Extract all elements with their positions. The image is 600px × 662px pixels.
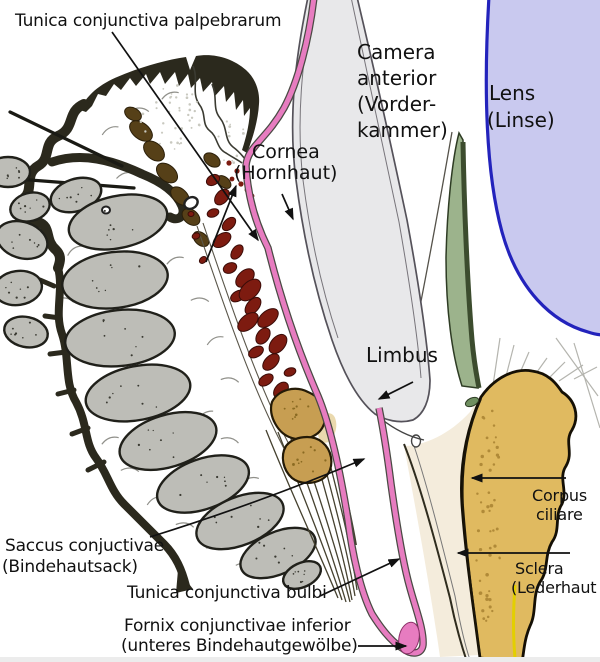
yellow-accent-line (512, 584, 517, 659)
label-corpus-ciliare-line-1: Corpus (532, 486, 587, 505)
arrow-tunica-bulbi (319, 558, 401, 597)
label-camera-anterior-line-4: kammer) (357, 118, 448, 142)
label-tunica-conjunctiva-palpebrarum: Tunica conjunctiva palpebrarum (15, 11, 282, 31)
iris-dark-band (460, 141, 482, 389)
label-sclera-line-1: Sclera (515, 559, 564, 578)
label-sclera-line-2: (Lederhaut (511, 578, 597, 597)
eyelid-crease-fold (47, 153, 188, 224)
eyelid-skin-lower-border (54, 264, 190, 590)
sclera-front-line-2 (411, 439, 471, 661)
ciliary-left-line (461, 398, 482, 656)
label-fornix-line-1: Fornix conjunctivae inferior (124, 616, 351, 636)
label-camera-anterior-line-3: (Vorder- (357, 92, 437, 116)
label-lens-line-2: (Linse) (487, 108, 555, 132)
label-cornea-line-2: (Hornhaut) (234, 162, 338, 184)
limbus-green-patch (464, 396, 480, 408)
cornea-shape (291, 0, 431, 423)
arrow-cornea (281, 193, 294, 221)
conjunctiva-pink-band (243, 0, 426, 656)
label-camera-anterior-line-1: Camera (357, 40, 436, 64)
label-camera-anterior-line-2: anterior (357, 66, 437, 90)
lens-shape (484, 0, 600, 337)
eyelid-group (0, 55, 358, 603)
tarsal-gland-red-lobules (187, 173, 297, 403)
cornea-inner-line-right (351, 0, 422, 379)
pointer-arrows (111, 31, 570, 651)
sclera-shape (404, 396, 480, 657)
label-lens-line-1: Lens (489, 81, 536, 105)
skin-hair-stubs (37, 277, 107, 473)
label-saccus-line-1: Saccus conjuctivae (5, 536, 165, 556)
arrow-saccus-lower (149, 458, 366, 538)
gland-duct-circle (183, 195, 199, 211)
gland-duct-circle-small (101, 205, 111, 215)
orbicularis-muscle-lobes (0, 155, 323, 590)
tarsus-boundary-line-1 (196, 225, 289, 457)
eyeball-group (291, 0, 600, 662)
sclera-front-line (403, 443, 468, 662)
label-cornea-line-1: Cornea (252, 141, 320, 163)
label-corpus-ciliare-line-2: ciliare (536, 505, 583, 524)
fornix-white-sliver (399, 598, 409, 622)
lid-margin-squiggle-2 (211, 83, 248, 162)
eyelid-skin-top-band (80, 55, 260, 154)
stipple-dots (5, 84, 501, 622)
lid-margin-squiggle-1 (192, 65, 243, 164)
arrow-saccus-upper (205, 184, 237, 263)
label-tunica-conjunctiva-bulbi: Tunica conjunctiva bulbi (127, 583, 327, 603)
eyelid-skin-tip (176, 570, 193, 593)
label-saccus-line-2: (Bindehautsack) (2, 557, 138, 577)
label-fornix-line-2: (unteres Bindehautgewölbe) (121, 636, 358, 656)
bottom-edge-strip (0, 657, 600, 662)
arrow-limbus (377, 381, 414, 400)
label-limbus: Limbus (366, 343, 438, 367)
arrow-tunica-palpebrarum (111, 31, 259, 242)
